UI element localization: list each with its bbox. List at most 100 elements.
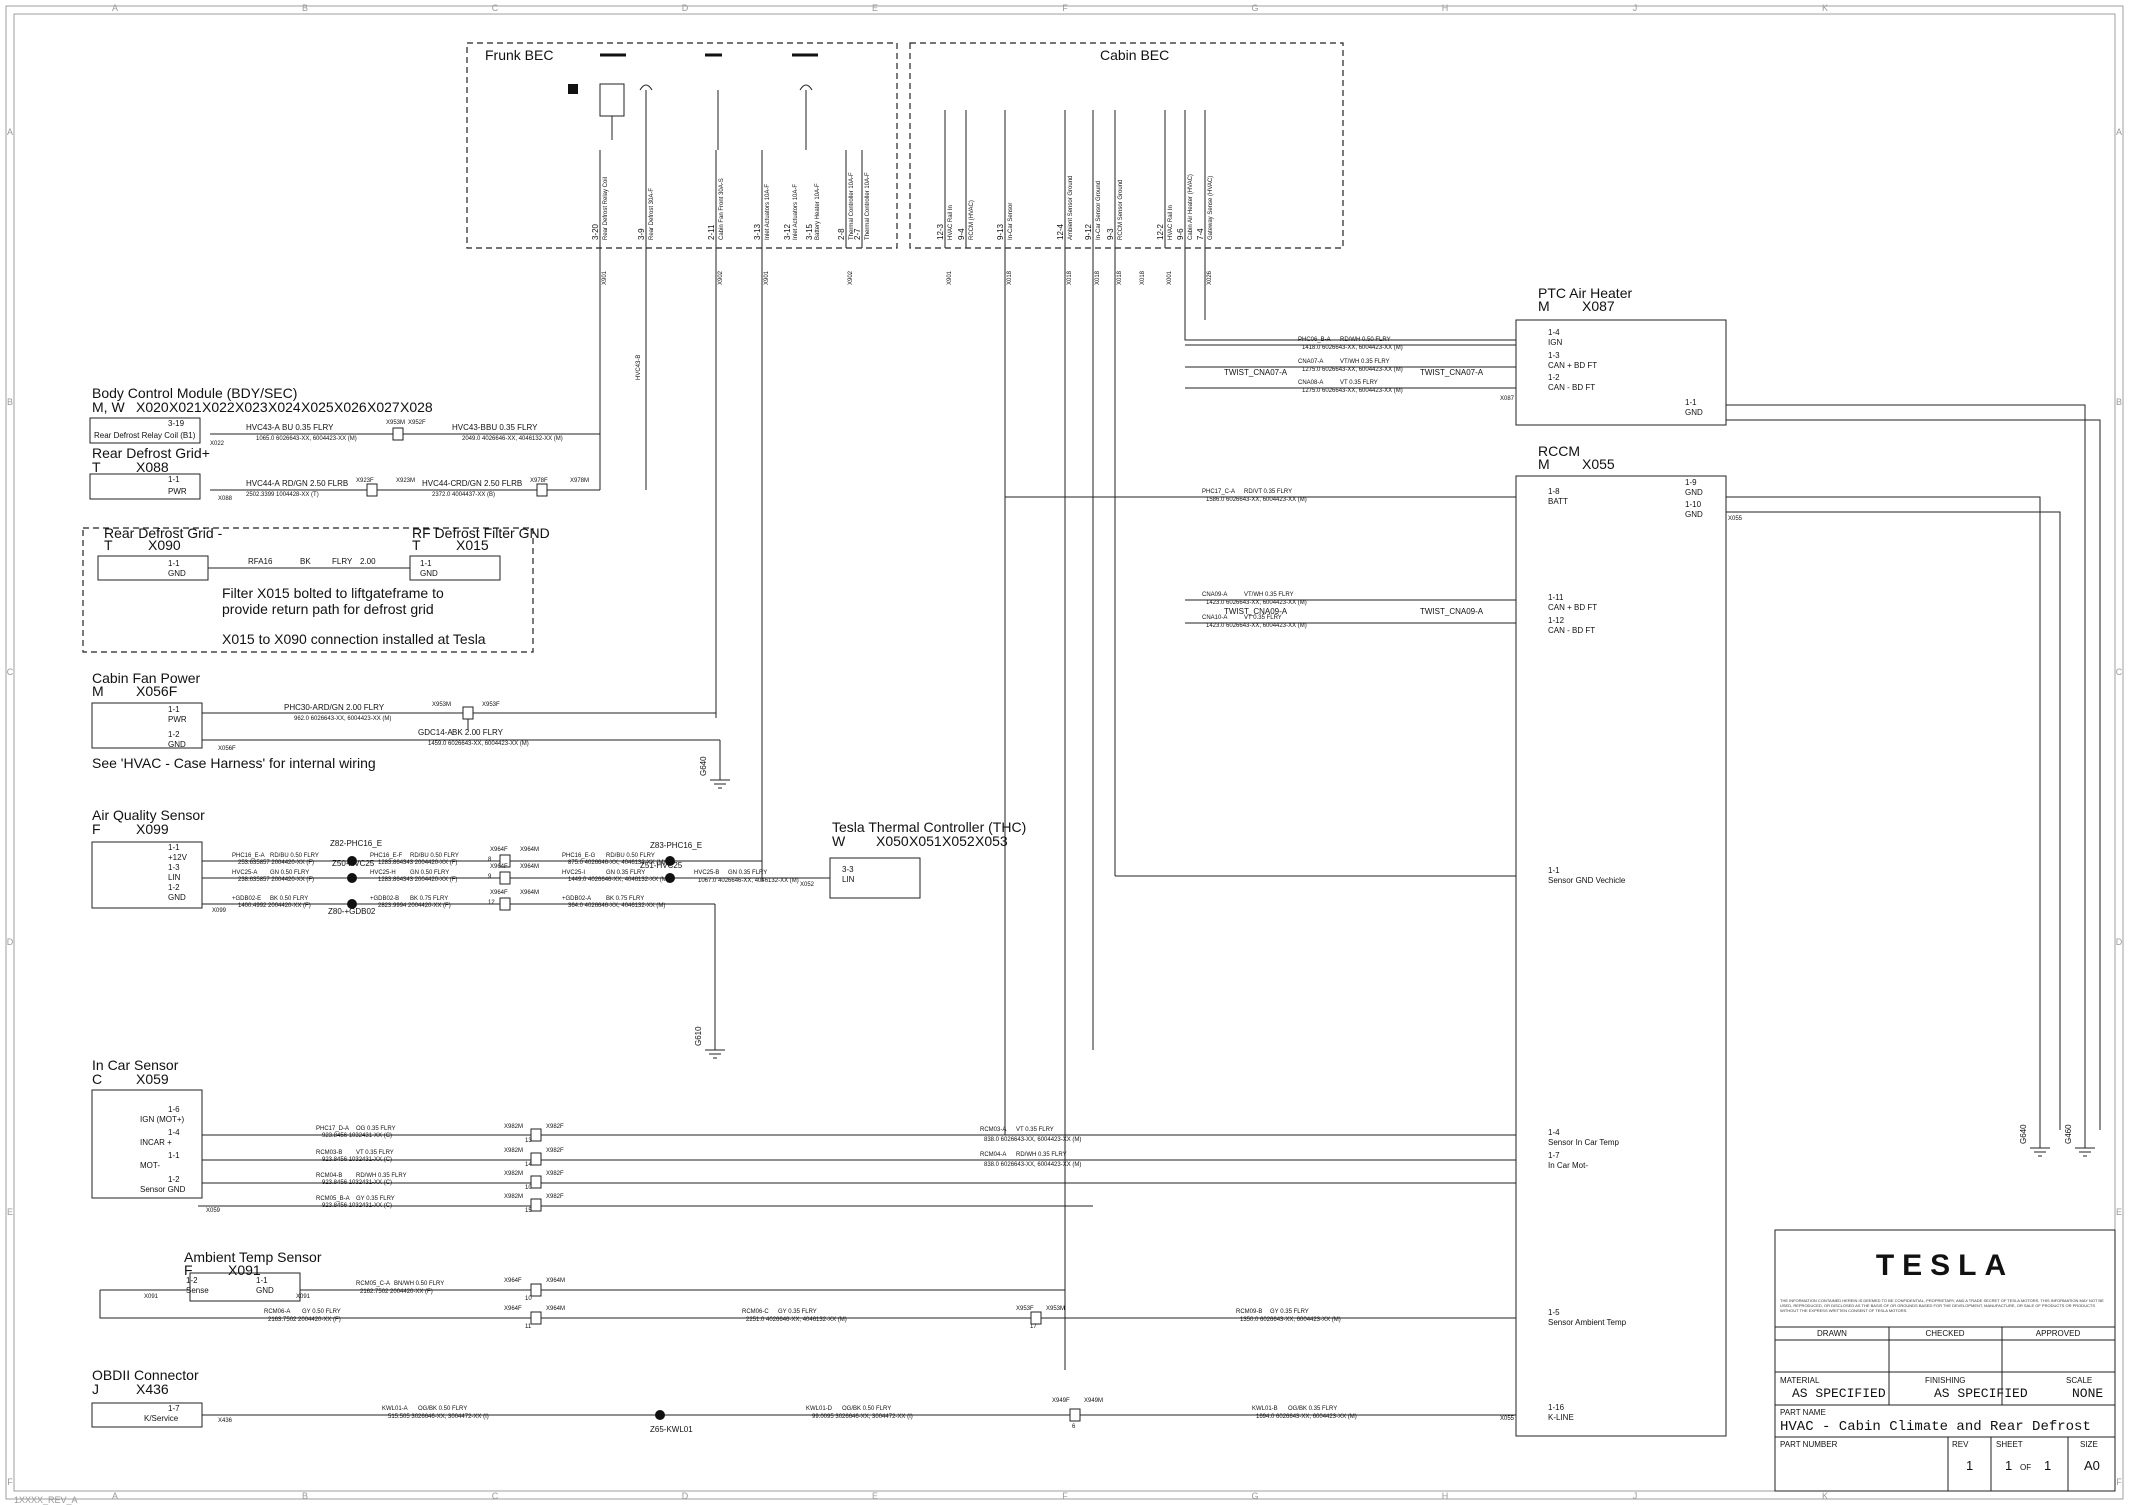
fan-wire: GDC14-A	[418, 728, 453, 737]
aqs-inline-pin: 8	[488, 857, 492, 863]
frunk-bec-title: Frunk BEC	[485, 47, 553, 63]
part-name-value: HVAC - Cabin Climate and Rear Defrost	[1780, 1419, 2091, 1435]
rccm-pin: 1-9	[1685, 478, 1697, 487]
ambient-wire: RCM06-C	[742, 1309, 769, 1315]
incar-wire-spec: RD/WH 0.35 FLRY	[1016, 1152, 1067, 1158]
frunk-pin: 3-15	[805, 223, 814, 240]
filter-note: provide return path for defrost grid	[222, 601, 434, 617]
frunk-pin-label: Rear Defrost Relay Coil	[603, 177, 609, 240]
aqs-wire: PHC16_E-A	[232, 853, 265, 859]
frunk-connector-tag: X902	[718, 270, 724, 285]
ambient-wire-spec: BN/WH 0.50 FLRY	[394, 1281, 444, 1287]
grid-col-top: K	[1822, 3, 1828, 13]
ambient-pin-label: GND	[256, 1286, 274, 1295]
grid-row-left: E	[7, 1207, 13, 1217]
grid-col-top: C	[492, 3, 499, 13]
aqs-splice-z50	[347, 873, 357, 883]
defrost-wire-spec: RD/GN 2.50 FLRB	[456, 479, 522, 488]
obd-title: OBDII Connector	[92, 1367, 199, 1383]
grid-row-left: C	[7, 667, 14, 677]
cabin-connector-tag: X026	[1207, 270, 1213, 285]
obd-wire-len: 99.0095 3026646-XX, 3004472-XX (I)	[812, 1414, 913, 1420]
ambient-wire-len: 2162.7502 2004420-XX (F)	[360, 1289, 433, 1295]
rccm-pin: 1-8	[1548, 487, 1560, 496]
aqs-conn: X099	[136, 821, 169, 837]
ambient-wire-len: 1350.0 6026643-XX, 6004423-XX (M)	[1240, 1317, 1341, 1323]
aqs-splice-z83	[665, 856, 675, 866]
ambient-wire-len: 2163.7502 2004420-XX (F)	[268, 1317, 341, 1323]
rccm-wire-spec: VT/WH 0.35 FLRY	[1244, 592, 1294, 598]
bcm-conn: X026	[334, 399, 367, 415]
rccm-pin: 1-10	[1685, 500, 1702, 509]
filter-note: Filter X015 bolted to liftgateframe to	[222, 585, 444, 601]
cabin-connector-tag: X018	[1140, 270, 1146, 285]
incar-tag: X059	[206, 1208, 221, 1214]
grid-col-bottom: F	[1062, 1491, 1068, 1501]
incar-wire-len: 838.0 6026643-XX, 6004423-XX (M)	[984, 1162, 1081, 1168]
incar-wire-spec: RD/WH 0.35 FLRY	[356, 1173, 407, 1179]
bcm-pin: 3-19	[168, 419, 185, 428]
ground-label: G610	[694, 1026, 703, 1046]
bcm-conn: X028	[400, 399, 433, 415]
defrost-filter-box	[82, 527, 534, 653]
incar-inline-pin: 15	[525, 1208, 532, 1214]
part-name-label: PART NAME	[1780, 1408, 1826, 1417]
incar-wire-spec: OG 0.35 FLRY	[356, 1126, 396, 1132]
rccm-tag-2: X055	[1500, 1416, 1515, 1422]
grid-row-left: A	[7, 127, 13, 137]
ground-icon-right-1	[2030, 1130, 2050, 1157]
frunk-pin-label: Battery Heater 10A-F	[815, 183, 821, 240]
grid-row-left: F	[7, 1477, 13, 1487]
incar-inline: X982F	[546, 1148, 564, 1154]
cabin-pin-label: RCCM Sensor Ground	[1118, 180, 1124, 240]
frunk-pin-label: Rear Defrost 30A-F	[649, 188, 655, 240]
filter-wire-type: FLRY	[332, 557, 353, 566]
grid-col-top: A	[112, 3, 118, 13]
ptc-pin: 1-3	[1548, 351, 1560, 360]
cabin-pin-label: Ambient Sensor Ground	[1068, 176, 1074, 240]
ptc-pin-label: CAN + BD FT	[1548, 361, 1597, 370]
finishing-label: FINISHING	[1925, 1376, 1965, 1385]
cabin-pin: 12-2	[1156, 223, 1165, 240]
rccm-pin-label: In Car Mot-	[1548, 1161, 1588, 1170]
fan-pin-label: GND	[168, 740, 186, 749]
defrost-inline: X923M	[396, 478, 415, 484]
aqs-wire: +GDB02-A	[562, 896, 591, 902]
defrost-sub: T	[92, 459, 101, 475]
rccm-pin: 1-11	[1548, 593, 1564, 602]
grid-col-top: F	[1062, 3, 1068, 13]
cabin-connector-tag: X018	[1067, 270, 1073, 285]
incar-wire: RCM03-A	[980, 1127, 1006, 1133]
grid-col-top: B	[302, 3, 308, 13]
thc-connector	[829, 857, 921, 899]
aqs-inline-connector	[499, 854, 511, 868]
ptc-wire-len: 1275.0 6026643-XX, 6004423-XX (M)	[1302, 388, 1403, 394]
aqs-wire: HVC25-I	[562, 870, 585, 876]
incar-conn: X059	[136, 1071, 169, 1087]
sheet-inner-frame	[13, 13, 2116, 1492]
rccm-connector	[1515, 475, 1727, 1437]
incar-inline: X982M	[504, 1171, 523, 1177]
aqs-pin: 1-1	[168, 843, 180, 852]
rccm-pin: 1-16	[1548, 1403, 1565, 1412]
bcm-conn: X022	[202, 399, 235, 415]
ambient-inline: X964F	[504, 1278, 522, 1284]
obd-wire-len: 1694.0 6026643-XX, 6004423-XX (M)	[1256, 1414, 1357, 1420]
tesla-logo: TESLA	[1876, 1249, 2014, 1282]
rccm-pin-label: CAN - BD FT	[1548, 626, 1595, 635]
ambient-inline-connector	[530, 1311, 542, 1325]
incar-inline-connector	[530, 1128, 542, 1142]
ptc-pin: 1-1	[1685, 398, 1697, 407]
filter-left-conn: X090	[148, 537, 181, 553]
aqs-inline: X964F	[490, 864, 508, 870]
incar-pin: 1-4	[168, 1128, 180, 1137]
incar-inline: X982M	[504, 1124, 523, 1130]
bcm-conn: X025	[301, 399, 334, 415]
rccm-pin-label: CAN + BD FT	[1548, 603, 1597, 612]
grid-col-bottom: K	[1822, 1491, 1828, 1501]
cabin-connector-tag: X018	[1095, 270, 1101, 285]
